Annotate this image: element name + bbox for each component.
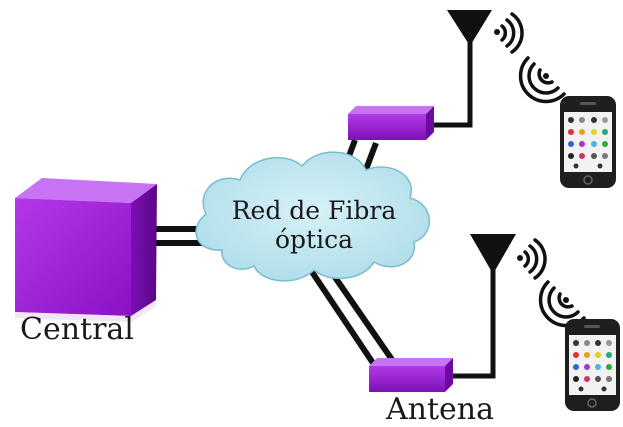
smartphone-icon xyxy=(565,319,620,411)
network-label-line2: óptica xyxy=(274,225,353,254)
cube-icon xyxy=(15,178,157,322)
wireless-signal-icon xyxy=(494,12,524,54)
wireless-signal-icon xyxy=(538,280,586,328)
cable-box1-tower xyxy=(432,40,473,128)
central-label: Central xyxy=(20,312,134,347)
network-label: Red de Fibra óptica xyxy=(205,196,423,254)
cable-box2-tower xyxy=(450,268,496,379)
antenna-label: Antena xyxy=(386,392,495,427)
cable-cloud-antenna2-2 xyxy=(327,268,398,366)
transmitter-box-icon xyxy=(369,358,453,392)
wireless-signal-icon xyxy=(517,238,547,280)
transmitter-box-icon xyxy=(348,106,434,140)
wireless-signal-icon xyxy=(518,56,566,104)
antenna-tower-icon xyxy=(447,10,492,50)
network-label-line1: Red de Fibra xyxy=(231,196,397,225)
cable-cloud-antenna2-1 xyxy=(309,270,378,368)
cloud-icon xyxy=(195,151,431,282)
antenna-tower-icon xyxy=(470,234,516,276)
smartphone-icon xyxy=(560,96,616,188)
